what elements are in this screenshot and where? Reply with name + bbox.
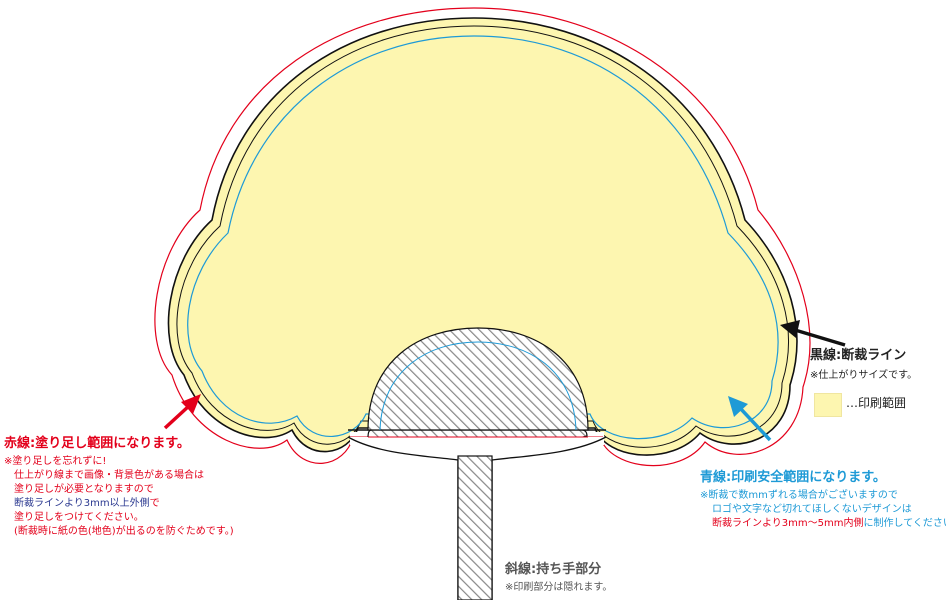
cut-line [167, 17, 798, 456]
handle-note: ※印刷部分は隠れます。 [505, 582, 613, 593]
handle-dome-blue [379, 341, 577, 431]
bleed-note-4-tail: で [149, 498, 160, 509]
safe-note-3-emphasis: 断裁ラインより3mm〜5mm内側 [712, 518, 864, 529]
safe-note-3: 断裁ラインより3mm〜5mm内側に制作してください。 [712, 518, 946, 531]
safe-note-2: ロゴや文字など切れてほしくないデザインは [712, 504, 912, 515]
bleed-note-6: (断裁時に紙の色(地色)が出るのを防ぐためです。) [14, 526, 234, 537]
arrow-blue [728, 396, 772, 442]
bleed-line [154, 7, 811, 467]
arrow-red [163, 394, 201, 430]
bleed-note-2: 仕上がり線まで画像・背景色がある場合は [14, 470, 204, 481]
safe-note-3-tail: に制作してください。 [863, 518, 946, 529]
print-area-legend: …印刷範囲 [846, 396, 907, 410]
cut-title: 黒線:断裁ライン [810, 348, 907, 363]
bleed-note-4: 断裁ラインより3mm以上外側で [14, 498, 160, 511]
handle-stem-hatch [457, 455, 493, 600]
cut-note: ※仕上がりサイズです。 [810, 370, 918, 381]
cut-line-inner [176, 25, 789, 448]
print-area-swatch [814, 393, 842, 417]
safe-note-1: ※断裁で数mmずれる場合がございますので [700, 490, 898, 501]
bleed-note-5: 塗り足しをつけてください。 [14, 512, 144, 523]
safe-title: 青線:印刷安全範囲になります。 [700, 470, 886, 485]
bleed-note-1: ※塗り足しを忘れずに! [4, 456, 107, 467]
bleed-title: 赤線:塗り足し範囲になります。 [4, 436, 190, 451]
handle-dome [367, 327, 589, 431]
handle-title: 斜線:持ち手部分 [505, 562, 602, 577]
bleed-note-3: 塗り足しが必要となりますので [14, 484, 154, 495]
bleed-note-4-emphasis: 断裁ラインより3mm以上外側 [14, 498, 150, 509]
arrow-black [780, 320, 846, 347]
safe-line [187, 35, 779, 440]
